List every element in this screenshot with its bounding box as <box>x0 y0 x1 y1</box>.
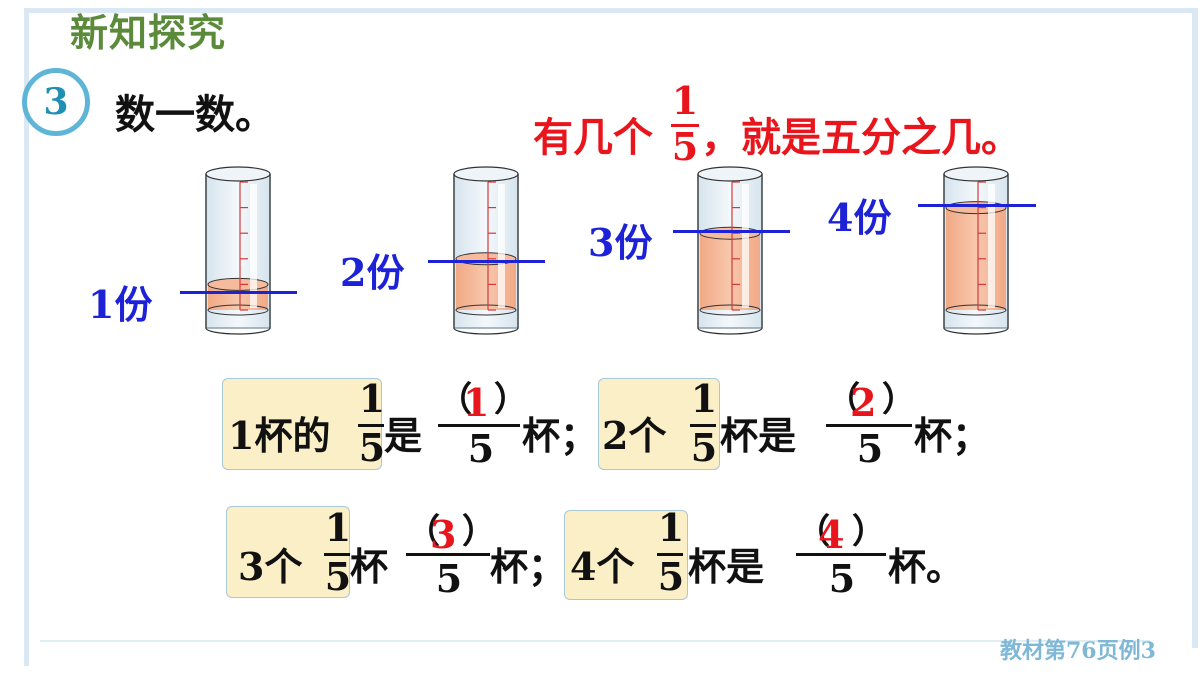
statement-2-den: 5 <box>856 426 884 471</box>
statement-2-mid: 杯是 <box>720 413 797 458</box>
cup-water-surface <box>207 277 269 291</box>
statement-2-lead: 2个 <box>602 413 667 458</box>
statement-3-lead: 3个 <box>238 544 303 589</box>
statement-1-fraction-bar <box>438 424 520 427</box>
cup-inner-bottom <box>699 304 761 316</box>
cup-4-label: 4份 <box>827 195 892 240</box>
statement-2-paren-close: ） <box>882 380 916 420</box>
statement-1-unit-num: 1 <box>358 376 386 421</box>
statement-1-answer: 1 <box>463 380 490 425</box>
cup-rim <box>453 166 519 182</box>
cup-highlight <box>250 184 257 308</box>
cup-base <box>453 327 519 335</box>
statement-4-mid: 杯是 <box>688 544 765 589</box>
statement-4-paren-open: （ <box>796 512 830 552</box>
statement-3-den: 5 <box>435 556 463 601</box>
statement-3-box <box>226 506 350 598</box>
statement-3-answer: 3 <box>430 512 457 557</box>
cup-water <box>700 233 760 310</box>
cup-2-label: 2份 <box>340 250 405 295</box>
statement-2-unit-bar <box>690 424 716 427</box>
cup-base <box>697 327 763 335</box>
statement-3-paren-close: ） <box>462 512 496 552</box>
statement-4-unit-bar <box>657 553 683 556</box>
statement-1-den: 5 <box>467 426 495 471</box>
statement-2-unit-den: 5 <box>690 425 718 470</box>
statement-1-paren-close: ） <box>494 380 528 420</box>
fraction-bar <box>671 124 699 127</box>
cup-inner-bottom <box>945 304 1007 316</box>
statement-1-mid: 是 <box>384 413 423 458</box>
statement-3-unit-den: 5 <box>324 554 352 599</box>
fraction-denominator: 5 <box>671 124 699 169</box>
statement-1-unit-den: 5 <box>358 425 386 470</box>
example-number-badge: 3 <box>22 68 90 136</box>
statement-3-fraction-bar <box>406 553 490 556</box>
cup-2-level-line <box>428 260 545 263</box>
cup-rim <box>205 166 271 182</box>
cup-highlight <box>742 184 749 308</box>
statement-3-end: 杯； <box>490 544 567 589</box>
statement-1-unit-bar <box>358 424 384 427</box>
textbook-source: 教材第76页例3 <box>1000 638 1156 664</box>
statement-4-unit-den: 5 <box>657 554 685 599</box>
cup-inner-bottom <box>455 304 517 316</box>
slide-frame <box>24 8 1192 666</box>
cup-base <box>943 327 1009 335</box>
cup-highlight <box>498 184 505 308</box>
statement-4-paren-close: ） <box>852 512 886 552</box>
statement-4-answer: 4 <box>818 512 845 557</box>
section-title: 新知探究 <box>70 11 227 55</box>
cup-3-level-line <box>673 230 790 233</box>
statement-3-paren-open: （ <box>406 512 440 552</box>
cup-rim <box>697 166 763 182</box>
statement-2-answer: 2 <box>850 380 877 425</box>
fraction-numerator: 1 <box>671 78 699 123</box>
statement-4-den: 5 <box>828 556 856 601</box>
measuring-cup-4 <box>943 166 1009 335</box>
measuring-cup-1 <box>205 166 271 335</box>
rule-note-before: 有几个 <box>533 115 653 161</box>
frame-bottom-edge <box>40 640 1150 642</box>
cup-4-level-line <box>918 204 1036 207</box>
cup-rim <box>943 166 1009 182</box>
statement-4-unit-num: 1 <box>657 505 685 550</box>
example-prompt: 数一数。 <box>115 92 275 138</box>
statement-4-fraction-bar <box>796 553 886 556</box>
statement-3-unit-num: 1 <box>324 505 352 550</box>
measuring-cup-2 <box>453 166 519 335</box>
cup-water-surface <box>455 252 517 266</box>
cup-1-label: 1份 <box>88 282 153 327</box>
statement-1-end: 杯； <box>522 413 599 458</box>
frame-right-edge <box>1192 8 1198 648</box>
statement-4-end: 杯。 <box>888 544 965 589</box>
statement-1-lead: 1杯的 <box>228 413 331 458</box>
cup-highlight <box>988 184 995 308</box>
statement-1-box <box>222 378 382 470</box>
statement-2-end: 杯； <box>914 413 991 458</box>
statement-4-lead: 4个 <box>570 544 635 589</box>
statement-1-paren-open: （ <box>438 380 472 420</box>
cup-water <box>946 207 1006 310</box>
cup-base <box>205 327 271 335</box>
statement-3-mid: 杯 <box>350 544 389 589</box>
rule-note-after: ，就是五分之几。 <box>701 115 1021 161</box>
statement-2-paren-open: （ <box>826 380 860 420</box>
measuring-cup-3 <box>697 166 763 335</box>
statement-2-fraction-bar <box>826 424 912 427</box>
cup-water <box>456 258 516 310</box>
cup-3-label: 3份 <box>588 220 653 265</box>
statement-2-unit-num: 1 <box>690 376 718 421</box>
cup-1-level-line <box>180 291 297 294</box>
statement-3-unit-bar <box>324 553 350 556</box>
example-number: 3 <box>43 81 69 123</box>
cup-inner-bottom <box>207 304 269 316</box>
cup-water-surface <box>699 226 761 240</box>
